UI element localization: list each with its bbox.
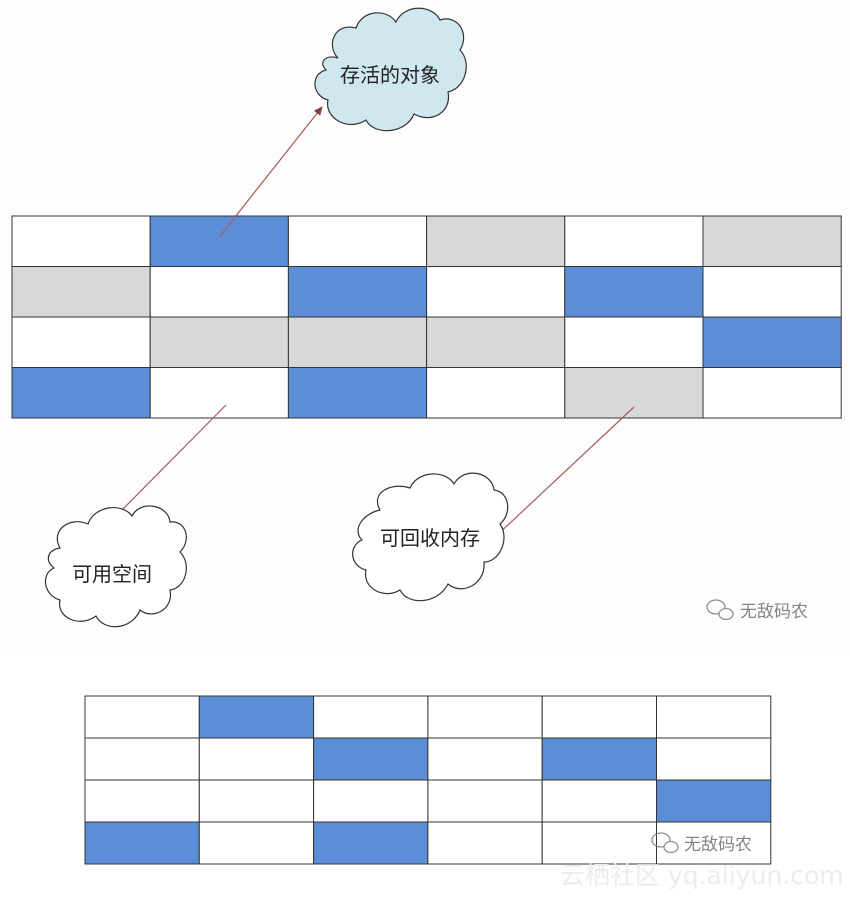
heap-after-cell-live	[198, 695, 315, 739]
heap-before-cell-reclaimable	[11, 266, 151, 318]
wechat-watermark-bottom: 无敌码农	[651, 832, 752, 855]
heap-before-cell-reclaimable	[564, 367, 704, 419]
heap-before-cell-live	[702, 316, 842, 368]
heap-after-cell-free	[198, 779, 315, 823]
heap-grid-after-gc	[84, 695, 772, 865]
heap-before-cell-free	[426, 266, 566, 318]
heap-before-cell-free	[564, 215, 704, 267]
heap-before-cell-free	[149, 266, 289, 318]
heap-after-cell-free	[541, 779, 658, 823]
heap-after-cell-free	[427, 737, 543, 781]
heap-before-cell-live	[564, 266, 704, 318]
heap-before-cell-live	[287, 266, 428, 318]
heap-grid-before-gc	[11, 215, 842, 419]
heap-before-cell-free	[564, 316, 704, 368]
heap-before-cell-free	[702, 266, 842, 318]
cloud-free-shape	[44, 505, 187, 628]
wechat-icon	[706, 599, 734, 621]
heap-after-cell-free	[541, 821, 658, 865]
heap-after-cell-free	[427, 821, 543, 865]
heap-after-cell-live	[313, 737, 429, 781]
wechat-watermark-top: 无敌码农	[706, 599, 808, 622]
cloud-live-label: 存活的对象	[340, 63, 440, 87]
heap-before-cell-live	[287, 367, 428, 419]
heap-before-cell-live	[11, 367, 151, 419]
heap-after-cell-live	[313, 821, 429, 865]
heap-after-cell-free	[541, 695, 658, 739]
heap-after-cell-free	[656, 695, 772, 739]
arrow-to-live-cloud	[219, 106, 323, 237]
cloud-live-shape	[314, 7, 467, 132]
heap-after-cell-free	[313, 695, 429, 739]
heap-before-cell-free	[702, 367, 842, 419]
cloud-free-space: 可用空间	[44, 505, 187, 628]
cloud-reclaimable-memory: 可回收内存	[352, 472, 509, 602]
cloud-reclaim-label: 可回收内存	[380, 526, 480, 550]
heap-after-cell-free	[427, 779, 543, 823]
heap-before-cell-free	[426, 367, 566, 419]
heap-before-cell-free	[11, 316, 151, 368]
heap-after-cell-free	[84, 779, 200, 823]
heap-before-cell-live	[149, 215, 289, 267]
cloud-live-objects: 存活的对象	[314, 7, 467, 132]
heap-after-cell-live	[541, 737, 658, 781]
heap-after-cell-free	[84, 695, 200, 739]
heap-after-cell-free	[84, 737, 200, 781]
wechat-icon	[651, 832, 679, 854]
wechat-watermark-text-top: 无敌码农	[740, 602, 808, 622]
heap-before-cell-reclaimable	[426, 316, 566, 368]
heap-before-cell-reclaimable	[287, 316, 428, 368]
heap-before-cell-free	[149, 367, 289, 419]
heap-after-cell-free	[427, 695, 543, 739]
heap-after-cell-live	[656, 779, 772, 823]
heap-after-cell-free	[198, 737, 315, 781]
site-watermark: 云栖社区 yq.aliyun.com	[560, 861, 844, 890]
heap-after-cell-free	[198, 821, 315, 865]
heap-before-cell-reclaimable	[149, 316, 289, 368]
heap-before-cell-free	[11, 215, 151, 267]
cloud-free-label: 可用空间	[72, 562, 152, 586]
heap-after-cell-free	[313, 779, 429, 823]
heap-after-cell-live	[84, 821, 200, 865]
heap-before-cell-free	[287, 215, 428, 267]
arrow-to-free-cloud	[109, 404, 227, 523]
heap-before-cell-reclaimable	[702, 215, 842, 267]
cloud-reclaim-shape	[352, 472, 509, 602]
heap-before-cell-reclaimable	[426, 215, 566, 267]
heap-after-cell-free	[656, 737, 772, 781]
wechat-watermark-text-bottom: 无敌码农	[684, 835, 752, 855]
arrow-to-reclaim-cloud	[493, 406, 635, 539]
